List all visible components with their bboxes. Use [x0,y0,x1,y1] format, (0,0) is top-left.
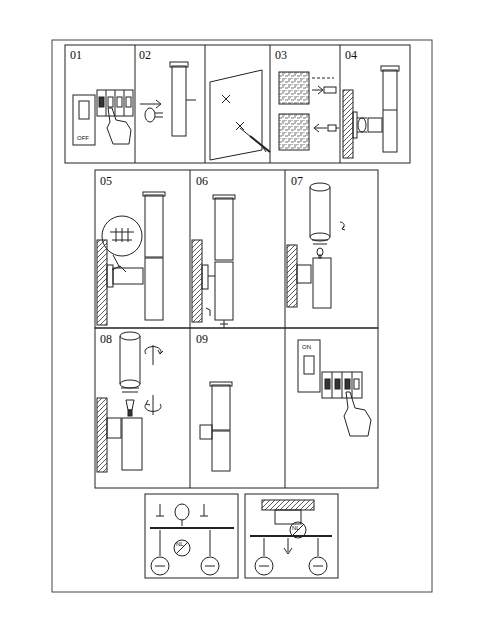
symbol-label: ON [301,344,312,350]
step-number: 03 [274,49,288,61]
step-number: 08 [99,333,113,345]
step-number: 06 [195,175,209,187]
symbol-label: OFF [76,135,90,141]
step-number: 02 [138,49,152,61]
symbol-label: NL [291,525,301,531]
step-number: 01 [69,49,83,61]
step-number: 05 [99,175,113,187]
step-number: 07 [290,175,304,187]
step-number: 09 [195,333,209,345]
step-number: 04 [344,49,358,61]
symbol-label: NL [175,541,185,547]
